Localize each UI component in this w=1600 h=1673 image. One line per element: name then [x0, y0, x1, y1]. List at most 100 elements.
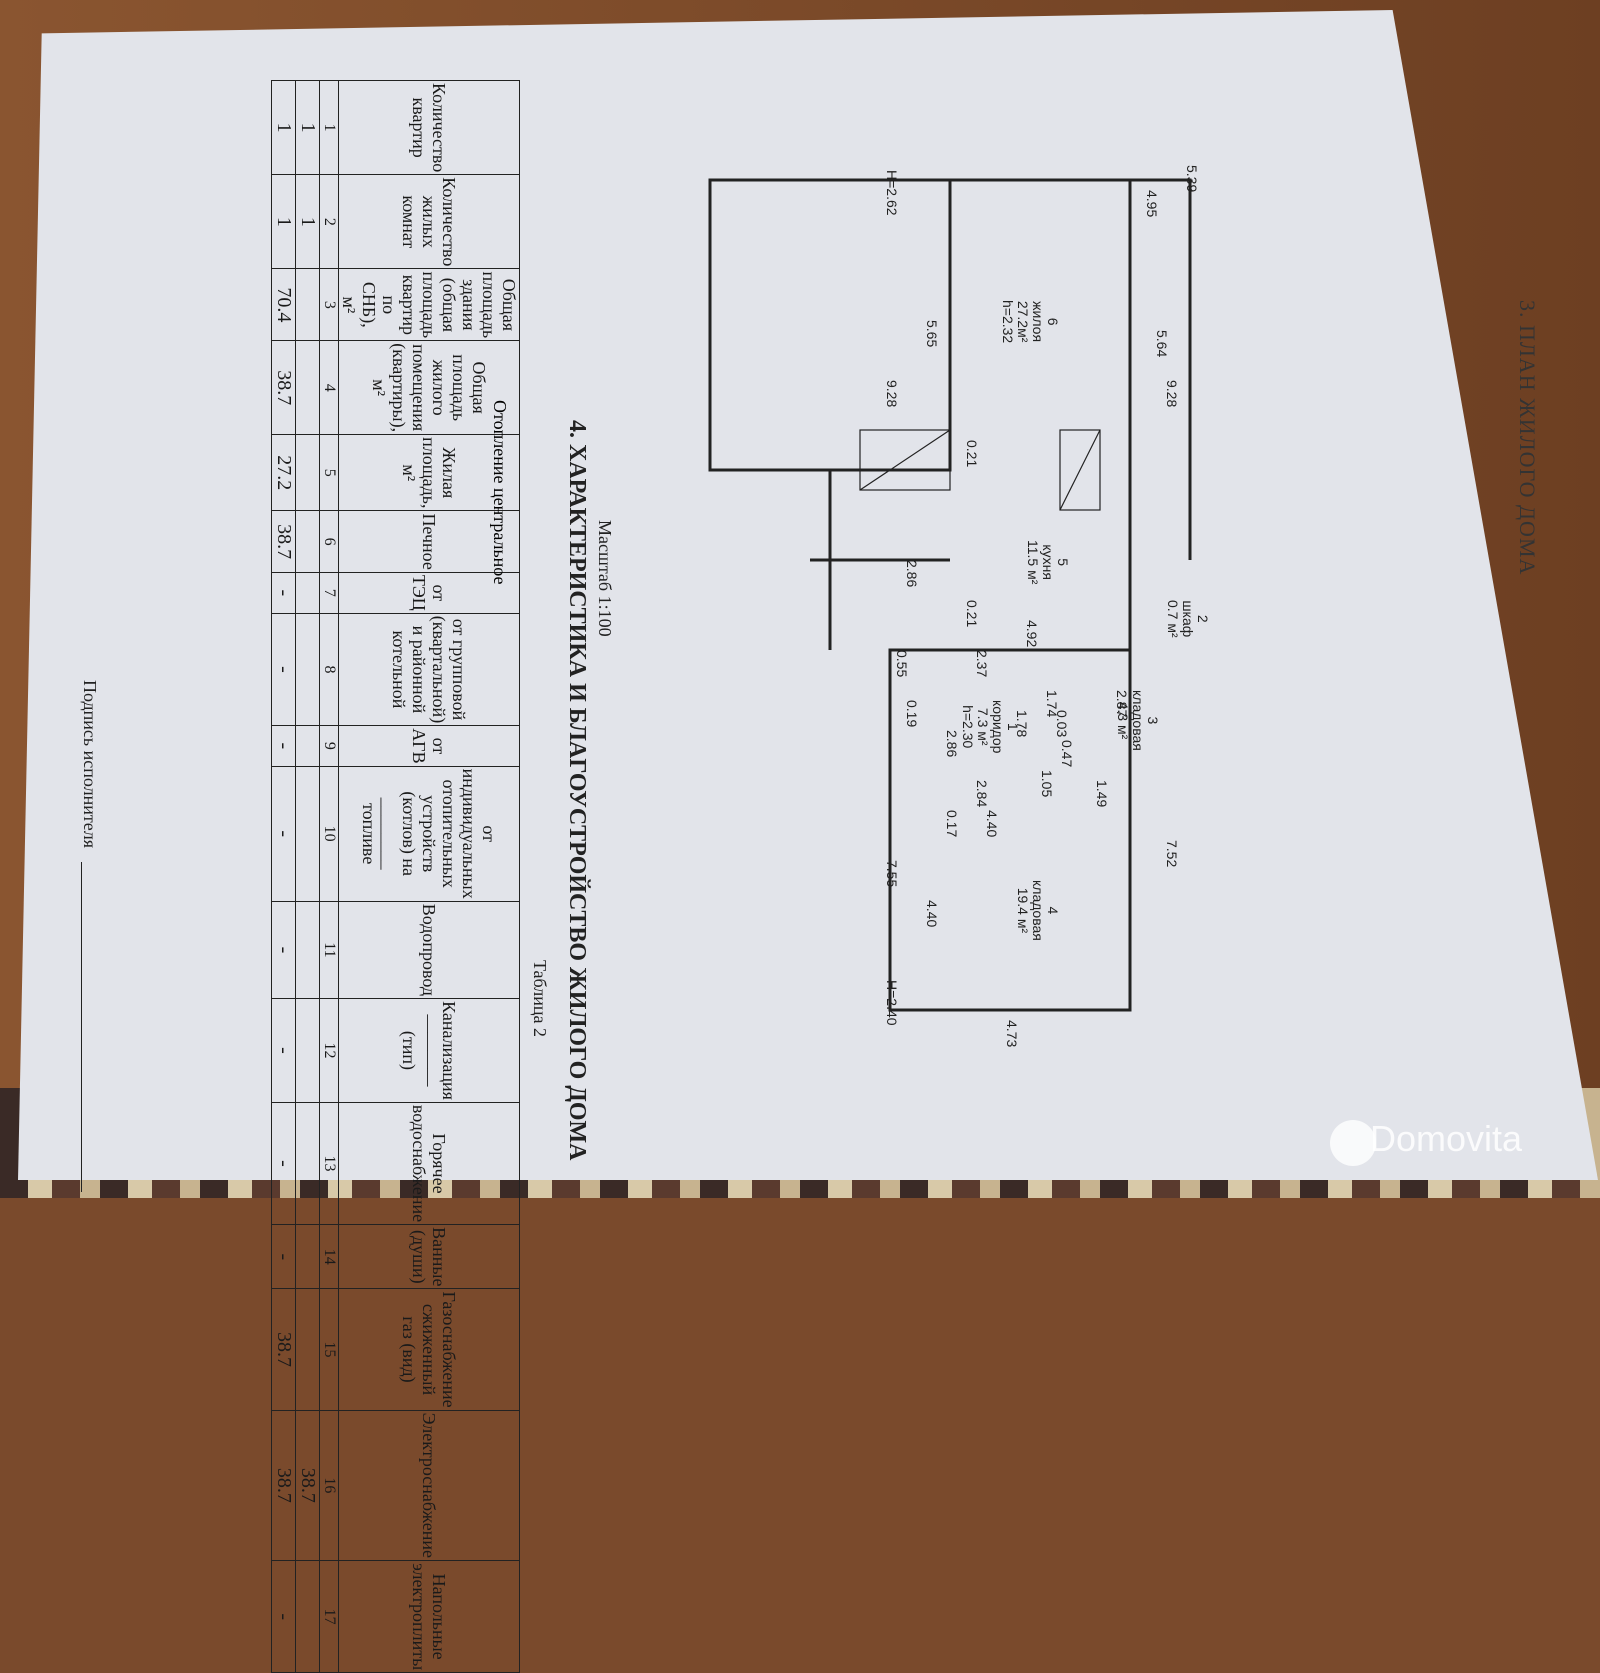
row-num-6: 6 [319, 510, 339, 573]
pantry-walls [1130, 178, 1192, 560]
row-label-13: Горячее водоснабжение [338, 1102, 520, 1225]
row-num-15: 15 [319, 1288, 339, 1411]
row-val2-8: - [271, 613, 296, 726]
row-val1-2: 1 [295, 174, 320, 269]
row-label-9: от АГВ [338, 725, 520, 767]
row-label-1: Количество квартир [338, 80, 520, 175]
row-label-3: Общая площадь здания (общая площадь квар… [338, 268, 520, 341]
rotated-document: 3. ПЛАН ЖИЛОГО ДОМА 5.39 4.95 H=2.62 9.2… [80, 80, 1540, 1673]
row-val2-11: - [271, 901, 296, 999]
row-val1-3 [295, 268, 320, 341]
row-val2-2: 1 [271, 174, 296, 269]
dim-right-inner: 5.64 [1154, 330, 1170, 358]
living-room-walls [708, 178, 952, 472]
row-label-10: от индивидуальных отопительных устройств… [338, 766, 520, 902]
dim-105: 1.05 [1039, 770, 1055, 798]
dim-017: 0.17 [944, 810, 960, 838]
heating-group-label: Отопление центральное [490, 400, 510, 585]
row-val1-13 [295, 1102, 320, 1225]
row-label-11: Водопровод [338, 901, 520, 999]
characteristics-table: Количество квартир Количество жилых комн… [271, 80, 520, 1673]
row-val2-10: - [271, 766, 296, 902]
signature-line [81, 862, 82, 1192]
dim-right-outer: 9.28 [1164, 380, 1180, 408]
dim-wall1: 0.21 [964, 440, 980, 468]
row-num-2: 2 [319, 174, 339, 269]
dim-440b: 4.40 [924, 900, 940, 928]
watermark: Domovita [1370, 1118, 1523, 1159]
row-num-7: 7 [319, 572, 339, 614]
dim-kitchen: 2.86 [904, 560, 920, 588]
dim-left-inner: 5.65 [924, 320, 940, 348]
row-val2-6: 38.7 [271, 510, 296, 573]
row-label-16: Электроснабжение [338, 1410, 520, 1561]
row-val2-9: - [271, 725, 296, 767]
row-val1-4 [295, 340, 320, 435]
row-val2-12: - [271, 998, 296, 1103]
row-label-2: Количество жилых комнат [338, 174, 520, 269]
dim-wall2: 0.21 [964, 600, 980, 628]
row-val1-9 [295, 725, 320, 767]
dim-755: 7.55 [884, 860, 900, 888]
row-num-14: 14 [319, 1224, 339, 1289]
row-val1-11 [295, 901, 320, 999]
row-num-1: 1 [319, 80, 339, 175]
row-val1-10 [295, 766, 320, 902]
row-val2-16: 38.7 [271, 1410, 296, 1561]
row-val1-5 [295, 434, 320, 511]
dim-055: 0.55 [894, 650, 910, 678]
row-val1-16: 38.7 [295, 1410, 320, 1561]
row-val2-5: 27.2 [271, 434, 296, 511]
row-val1-1: 1 [295, 80, 320, 175]
dim-003: 0.03 [1054, 710, 1070, 738]
row-val2-17: - [271, 1560, 296, 1673]
dim-149: 1.49 [1094, 780, 1110, 808]
dim-440a: 4.40 [984, 810, 1000, 838]
row-num-11: 11 [319, 901, 339, 999]
dim-286: 2.86 [944, 730, 960, 758]
signature-label: Подпись исполнителя [80, 680, 100, 848]
watermark-logo-icon [1330, 1120, 1376, 1166]
dim-019: 0.19 [904, 700, 920, 728]
row-num-16: 16 [319, 1410, 339, 1561]
row-label-17: Напольные электроплиты [338, 1560, 520, 1673]
row-val2-15: 38.7 [271, 1288, 296, 1411]
row-label-15: Газоснабжение сжиженный газ (вид) [338, 1288, 520, 1411]
row-val2-7: - [271, 572, 296, 614]
row-label-8: от групповой (квартальной) и районной ко… [338, 613, 520, 726]
section4-title: 4. ХАРАКТЕРИСТИКА И БЛАГОУСТРОЙСТВО ЖИЛО… [564, 420, 590, 1161]
storage-room-walls [888, 648, 1132, 1012]
row-num-10: 10 [319, 766, 339, 902]
row-val2-14: - [271, 1224, 296, 1289]
table-label: Таблица 2 [530, 960, 550, 1037]
dim-top-inner: 4.95 [1144, 190, 1160, 218]
row-val1-8 [295, 613, 320, 726]
row-val1-17 [295, 1560, 320, 1673]
row-val1-15 [295, 1288, 320, 1411]
row-val2-13: - [271, 1102, 296, 1225]
row-num-13: 13 [319, 1102, 339, 1225]
corridor-walls [828, 468, 950, 650]
row-val1-12 [295, 998, 320, 1103]
stove [1059, 429, 1101, 511]
row-val1-7 [295, 572, 320, 614]
oven [859, 429, 951, 491]
row-val2-3: 70.4 [271, 268, 296, 341]
dim-284: 2.84 [974, 780, 990, 808]
row-label-14: Ванные (души) [338, 1224, 520, 1289]
row-val1-14 [295, 1224, 320, 1289]
dim-492: 4.92 [1024, 620, 1040, 648]
dim-top: 5.39 [1184, 165, 1200, 193]
dim-752: 7.52 [1164, 840, 1180, 868]
row-num-4: 4 [319, 340, 339, 435]
dim-047: 0.47 [1059, 740, 1075, 768]
row-num-9: 9 [319, 725, 339, 767]
document-sheet [18, 10, 1598, 1180]
dim-473: 4.73 [1004, 1020, 1020, 1048]
